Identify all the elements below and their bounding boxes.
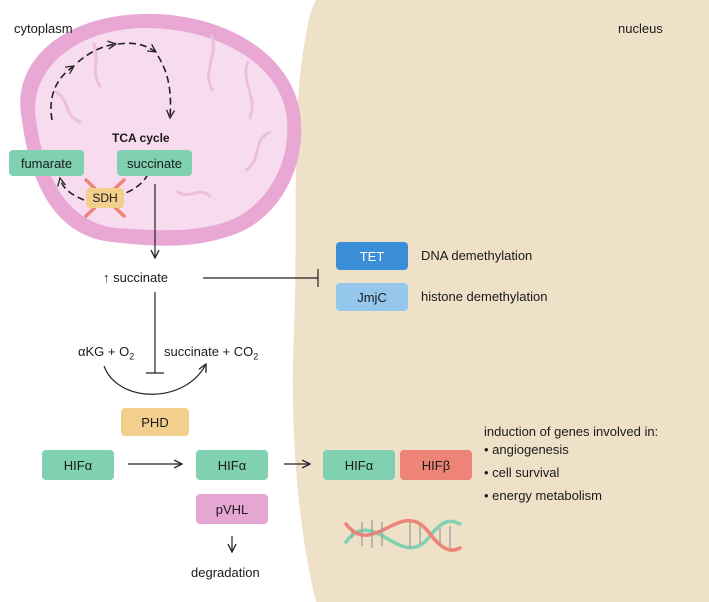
mitochondrion-inner [35, 27, 288, 231]
succinate-increase-label: ↑ succinate [103, 270, 169, 285]
hif-beta-box: HIFβ [400, 450, 472, 480]
succinate-box: succinate [117, 150, 192, 176]
dna-helix-icon [344, 518, 462, 552]
tet-effect-label: DNA demethylation [421, 248, 533, 263]
hif-alpha-nuclear-box: HIFα [323, 450, 395, 480]
nucleus-label: nucleus [618, 21, 663, 36]
hif-alpha-hydroxylated-box: HIFα [196, 450, 268, 480]
degradation-label: degradation [191, 565, 260, 580]
succinate-co2-label: succinate + CO2 [164, 344, 259, 362]
gene-induction-heading: induction of genes involved in: [484, 424, 659, 439]
dna-rungs [351, 520, 451, 548]
tet-box: TET [336, 242, 408, 270]
inhibition-of-phd [146, 292, 164, 374]
gene-item-energy-metabolism: energy metabolism [484, 488, 602, 503]
jmjc-box: JmjC [336, 283, 408, 311]
hif-alpha-box: HIFα [42, 450, 114, 480]
tca-cycle-arrows [50, 43, 171, 201]
sdh-box: SDH [86, 188, 124, 208]
cristae [54, 34, 272, 198]
gene-item-cell-survival: cell survival [484, 465, 602, 480]
nucleus-region [292, 0, 709, 602]
jmjc-effect-label: histone demethylation [421, 289, 548, 304]
inhibition-of-demethylases [203, 269, 319, 287]
gene-list: angiogenesis cell survival energy metabo… [484, 442, 602, 511]
pvhl-box: pVHL [196, 494, 268, 524]
tca-cycle-label: TCA cycle [112, 131, 170, 145]
phd-reaction-arc [103, 364, 206, 395]
akg-o2-label: αKG + O2 [78, 344, 135, 362]
fumarate-box: fumarate [9, 150, 84, 176]
gene-item-angiogenesis: angiogenesis [484, 442, 602, 457]
cytoplasm-label: cytoplasm [14, 21, 73, 36]
phd-box: PHD [121, 408, 189, 436]
